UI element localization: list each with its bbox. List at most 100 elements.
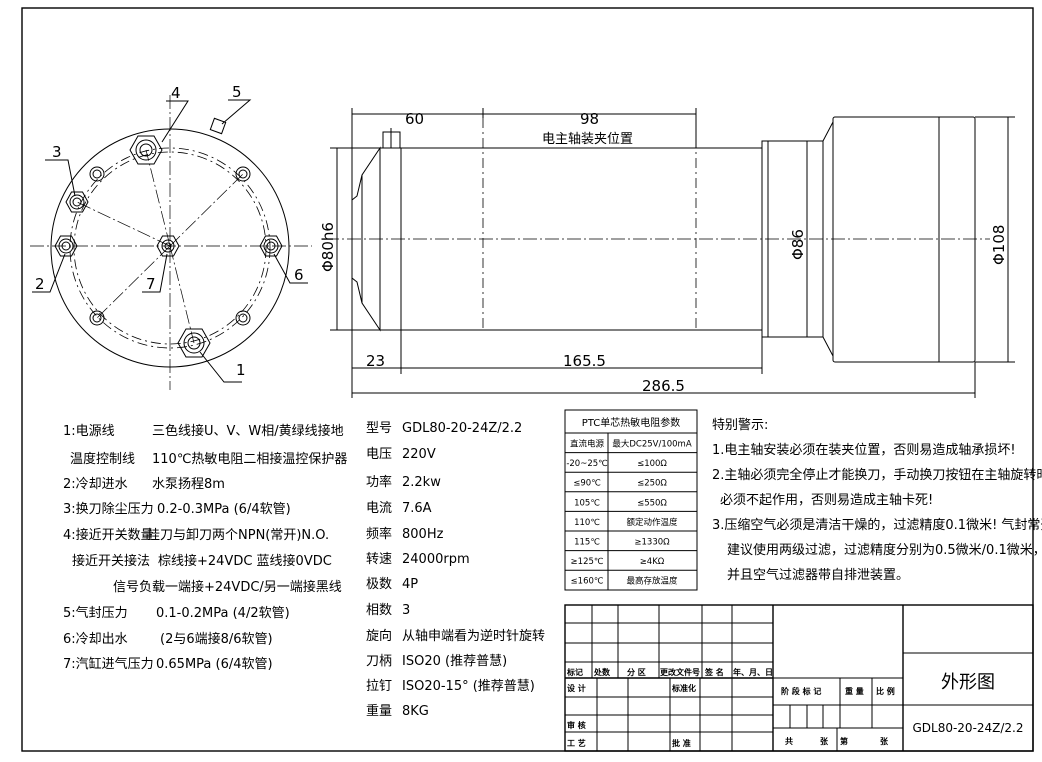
warning-line: 3.压缩空气必须是清洁干燥的，过滤精度0.1微米! 气封常开。 <box>712 517 1042 533</box>
tb-count: 处数 <box>593 667 611 677</box>
note-value: 0.65MPa (6/4软管) <box>156 657 273 672</box>
mounting-holes <box>89 166 251 326</box>
ptc-temperature: 直流电源 <box>570 439 605 450</box>
spec-value: 3 <box>402 603 410 618</box>
spec-label: 旋向 <box>366 628 392 644</box>
radial-line <box>145 149 171 247</box>
note-value: 水泵扬程8m <box>152 477 225 492</box>
ptc-temperature: 115℃ <box>574 538 600 548</box>
warning-line: 并且空气过滤器带自排泄装置。 <box>727 567 909 583</box>
spec-label: 型号 <box>366 421 392 436</box>
balloon-leaders <box>32 99 308 383</box>
dim-286-5: 286.5 <box>642 377 685 395</box>
spec-value: GDL80-20-24Z/2.2 <box>402 421 522 436</box>
ptc-value: ≤250Ω <box>637 479 667 489</box>
ptc-temperature: ≤90℃ <box>573 479 601 489</box>
spec-label: 转速 <box>366 552 392 567</box>
note-label: 5:气封压力 <box>63 605 128 621</box>
spec-value: 220V <box>402 447 436 462</box>
ptc-table: PTC单芯热敏电阻参数 直流电源最大DC25V/100mA-20~25℃≤100… <box>564 409 698 591</box>
tb-weight: 重 量 <box>845 686 864 696</box>
note-value: (2与6端接8/6软管) <box>160 631 273 647</box>
dim-60: 60 <box>405 110 424 128</box>
ptc-temperature: ≥125℃ <box>571 557 604 567</box>
dim-98: 98 <box>580 110 599 128</box>
tb-stage: 阶 段 标 记 <box>781 686 821 696</box>
drawing-number: GDL80-20-24Z/2.2 <box>912 721 1023 735</box>
bolt-circle <box>69 147 271 349</box>
warning-line: 必须不起作用，否则易造成主轴卡死! <box>720 493 933 508</box>
dim-d86: Φ86 <box>789 229 807 260</box>
spec-label: 相数 <box>366 603 392 618</box>
warning-line: 1.电主轴安装必须在装夹位置，否则易造成轴承损坏! <box>712 443 1016 458</box>
balloon-2: 2 <box>35 275 45 293</box>
ptc-value: ≥4KΩ <box>640 557 665 567</box>
dim-d80h6: Φ80h6 <box>319 222 337 272</box>
warnings: 特别警示: 1.电主轴安装必须在装夹位置，否则易造成轴承损坏! 2.主轴必须完全… <box>712 417 1042 583</box>
ptc-temperature: -20~25℃ <box>566 459 608 469</box>
note-value: 棕线接+24VDC 蓝线接0VDC <box>158 553 332 569</box>
radial-line <box>96 245 171 319</box>
balloon-5: 5 <box>232 83 242 101</box>
spec-value: ISO20 (推荐普慧) <box>402 653 507 669</box>
note-label: 7:汽缸进气压力 <box>63 656 154 672</box>
spec-value: 4P <box>402 577 418 592</box>
dim-d108: Φ108 <box>990 225 1008 265</box>
note-value: 信号负载一端接+24VDC/另一端接黑线 <box>113 579 342 595</box>
end-view: 1 2 3 4 5 6 7 <box>30 83 312 390</box>
tb-date: 年、月、日 <box>733 667 773 677</box>
rear-housing <box>832 116 976 363</box>
fittings <box>54 117 283 358</box>
tb-sheet1: 张 <box>820 737 829 746</box>
note-label: 接近开关接法 <box>72 553 150 569</box>
spec-label: 刀柄 <box>366 654 392 669</box>
warning-line: 2.主轴必须完全停止才能换刀，手动换刀按钮在主轴旋转时 <box>712 467 1042 483</box>
warnings-title: 特别警示: <box>712 417 768 433</box>
balloon-4: 4 <box>171 84 181 102</box>
spec-label: 电压 <box>366 447 392 462</box>
note-value: 三色线接U、V、W相/黄绿线接地 <box>152 423 344 439</box>
dim-23: 23 <box>366 352 385 370</box>
tb-nth: 第 <box>840 736 848 746</box>
note-value: 0.2-0.3MPa (6/4软管) <box>157 502 291 517</box>
bolt-circle-inner <box>73 151 267 345</box>
tb-sheet2: 张 <box>880 737 889 746</box>
spec-label: 重量 <box>366 703 392 719</box>
tb-zone: 分 区 <box>627 667 646 677</box>
spec-value: 24000rpm <box>402 552 470 567</box>
tb-total: 共 <box>785 736 793 746</box>
tb-standard: 标准化 <box>671 683 696 693</box>
spec-value: 800Hz <box>402 527 444 542</box>
tb-process: 工 艺 <box>567 738 586 748</box>
ptc-temperature: 105℃ <box>574 498 600 508</box>
spec-label: 电流 <box>366 501 392 516</box>
spec-value: 7.6A <box>402 501 432 516</box>
tb-mark: 标记 <box>566 667 583 677</box>
radial-line <box>76 201 171 247</box>
ptc-temperature: 110℃ <box>574 518 600 528</box>
note-value: 挂刀与卸刀两个NPN(常开)N.O. <box>147 527 329 543</box>
sheet-frame <box>21 7 1034 752</box>
note-value: 0.1-0.2MPa (4/2软管) <box>156 606 290 621</box>
spec-value: ISO20-15° (推荐普慧) <box>402 678 535 694</box>
spec-label: 拉钉 <box>366 679 392 694</box>
spec-label: 极数 <box>366 577 392 592</box>
tb-sign: 签 名 <box>704 667 724 677</box>
spec-label: 功率 <box>366 474 392 490</box>
tb-approve: 批 准 <box>672 738 691 748</box>
note-label: 温度控制线 <box>70 451 135 467</box>
ptc-temperature: ≤160℃ <box>571 577 604 587</box>
tb-review: 审 核 <box>567 720 586 730</box>
ptc-value: ≥1330Ω <box>634 538 670 548</box>
balloon-1: 1 <box>236 361 246 379</box>
tb-scale: 比 例 <box>876 686 895 696</box>
note-label: 4:接近开关数量 <box>63 527 154 543</box>
radial-line <box>169 173 244 247</box>
drawing-name: 外形图 <box>941 672 995 693</box>
note-label: 2:冷却进水 <box>63 477 128 492</box>
ptc-value: ≤550Ω <box>637 498 667 508</box>
title-block: 标记 处数 分 区 更改文件号 签 名 年、月、日 设 计 标准化 审 核 工 … <box>564 604 1034 752</box>
spec-value: 8KG <box>402 704 429 719</box>
